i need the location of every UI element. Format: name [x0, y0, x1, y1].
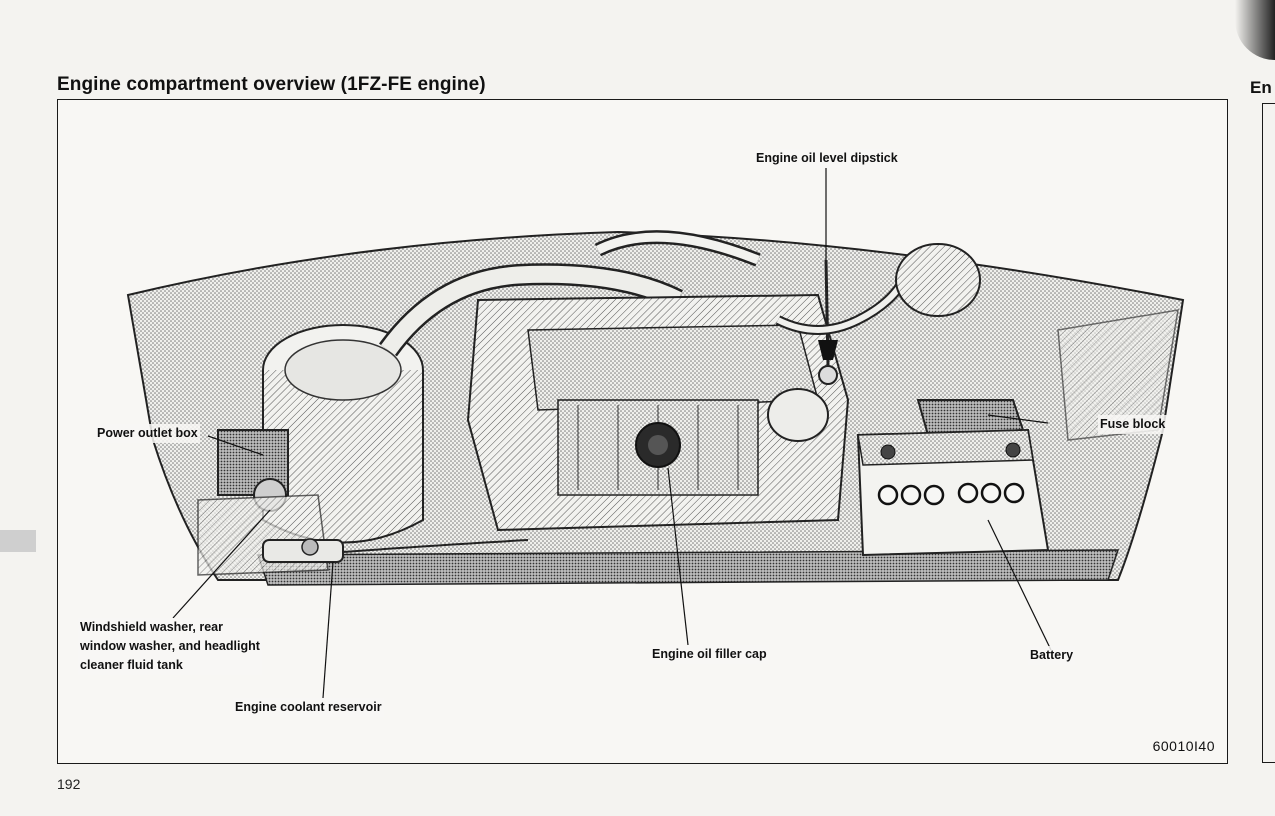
callout-battery: Battery — [1028, 646, 1076, 665]
callout-washer-line-1: Windshield washer, rear — [80, 620, 223, 634]
next-page-title-fragment: En — [1250, 78, 1272, 97]
front-cross-member — [256, 549, 1120, 586]
next-page-frame-edge — [1262, 103, 1275, 763]
leader-lines — [172, 168, 1052, 699]
engine-illustration — [126, 168, 1185, 699]
page-edge-shadow — [1235, 0, 1275, 60]
callout-washer-line-3: cleaner fluid tank — [80, 658, 183, 672]
callout-washer-line-2: window washer, and headlight — [80, 639, 260, 653]
callout-oil-filler: Engine oil filler cap — [650, 645, 769, 664]
callout-dipstick: Engine oil level dipstick — [754, 149, 900, 168]
callout-washer-tank: Windshield washer, rear window washer, a… — [78, 618, 262, 675]
page-title: Engine compartment overview (1FZ-FE engi… — [57, 74, 486, 95]
figure-code: 60010I40 — [1152, 738, 1215, 754]
callout-coolant: Engine coolant reservoir — [233, 698, 384, 717]
callout-fuse-block: Fuse block — [1098, 415, 1168, 434]
battery-cells — [877, 482, 1025, 506]
margin-mark — [0, 530, 36, 552]
engine-compartment-figure: Engine oil level dipstick Power outlet b… — [57, 99, 1228, 764]
callout-power-outlet: Power outlet box — [95, 424, 200, 443]
page-number: 192 — [57, 776, 81, 792]
